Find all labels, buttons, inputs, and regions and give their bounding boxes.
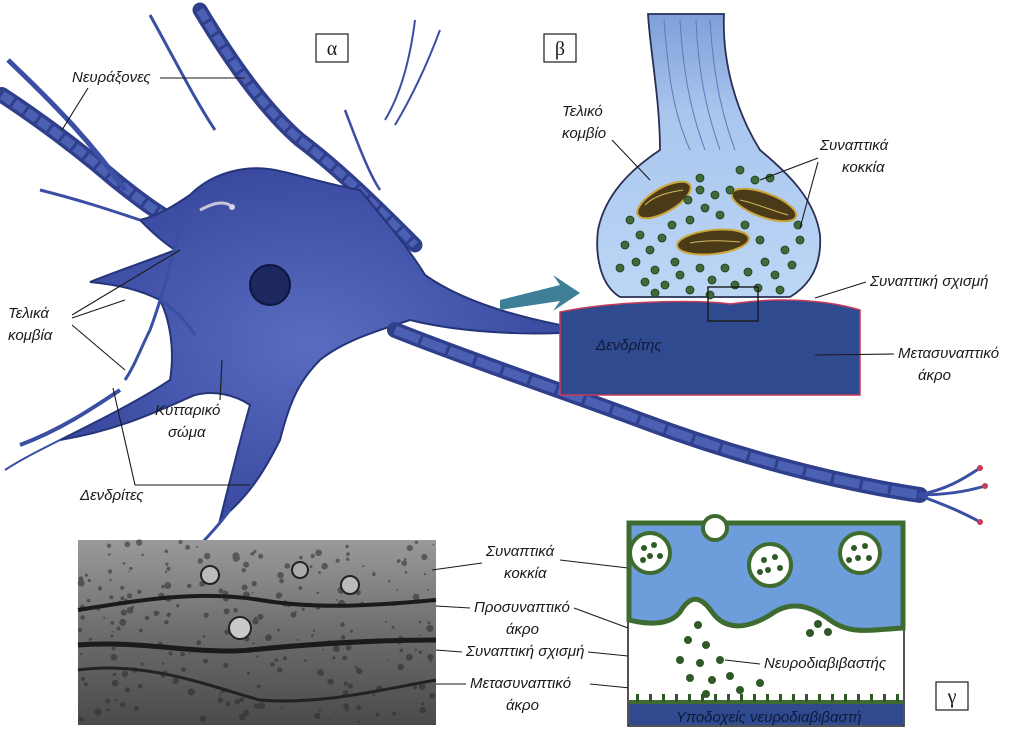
label-axons: Νευράξονες [62,69,245,130]
svg-text:Κυτταρικό: Κυτταρικό [155,402,220,419]
svg-text:Υποδοχείς νευροδιαβιβαστή: Υποδοχείς νευροδιαβιβαστή [676,709,862,726]
svg-text:Μετασυναπτικό: Μετασυναπτικό [470,675,571,692]
electron-micrograph [78,539,436,725]
svg-text:άκρο: άκρο [506,621,539,638]
svg-text:κομβίο: κομβίο [562,125,606,142]
svg-text:άκρο: άκρο [506,697,539,714]
svg-text:Δενδρίτες: Δενδρίτες [79,487,144,504]
label-postsynaptic-em: Μετασυναπτικό άκρο [436,675,630,714]
svg-text:Συναπτική σχισμή: Συναπτική σχισμή [465,643,584,660]
svg-text:Τελικό: Τελικό [562,103,603,120]
svg-text:Συναπτική σχισμή: Συναπτική σχισμή [869,273,988,290]
svg-text:κοκκία: κοκκία [842,159,885,176]
svg-text:Μετασυναπτικό: Μετασυναπτικό [898,345,999,362]
svg-text:γ: γ [947,686,957,708]
svg-text:κοκκία: κοκκία [504,565,547,582]
label-synaptic-cleft-em: Συναπτική σχισμή [436,643,628,660]
svg-text:β: β [555,38,565,60]
svg-text:Νευράξονες: Νευράξονες [72,69,151,86]
zoom-arrow [500,275,580,311]
label-presynaptic-em: Προσυναπτικό άκρο [436,599,628,638]
synapse-closeup [628,516,904,726]
neuron-illustration [2,10,988,560]
label-synaptic-cleft-b: Συναπτική σχισμή [815,273,988,298]
svg-text:Νευροδιαβιβαστής: Νευροδιαβιβαστής [764,655,887,672]
svg-text:Δενδρίτης: Δενδρίτης [595,337,662,354]
svg-text:κομβία: κομβία [8,327,53,344]
svg-text:Προσυναπτικό: Προσυναπτικό [474,599,570,616]
panel-alpha-badge: α [316,34,348,62]
svg-text:α: α [327,38,338,60]
svg-text:άκρο: άκρο [918,367,951,384]
panel-beta-badge: β [544,34,576,62]
label-dendrite: Δενδρίτης [595,337,662,354]
label-receptors: Υποδοχείς νευροδιαβιβαστή [676,709,862,726]
svg-text:Τελικά: Τελικά [8,305,49,322]
svg-text:σώμα: σώμα [168,424,206,441]
panel-gamma-badge: γ [936,682,968,710]
svg-text:Συναπτικά: Συναπτικά [819,137,889,154]
label-synaptic-vesicles-em: Συναπτικά κοκκία [432,543,628,582]
svg-text:Συναπτικά: Συναπτικά [485,543,555,560]
